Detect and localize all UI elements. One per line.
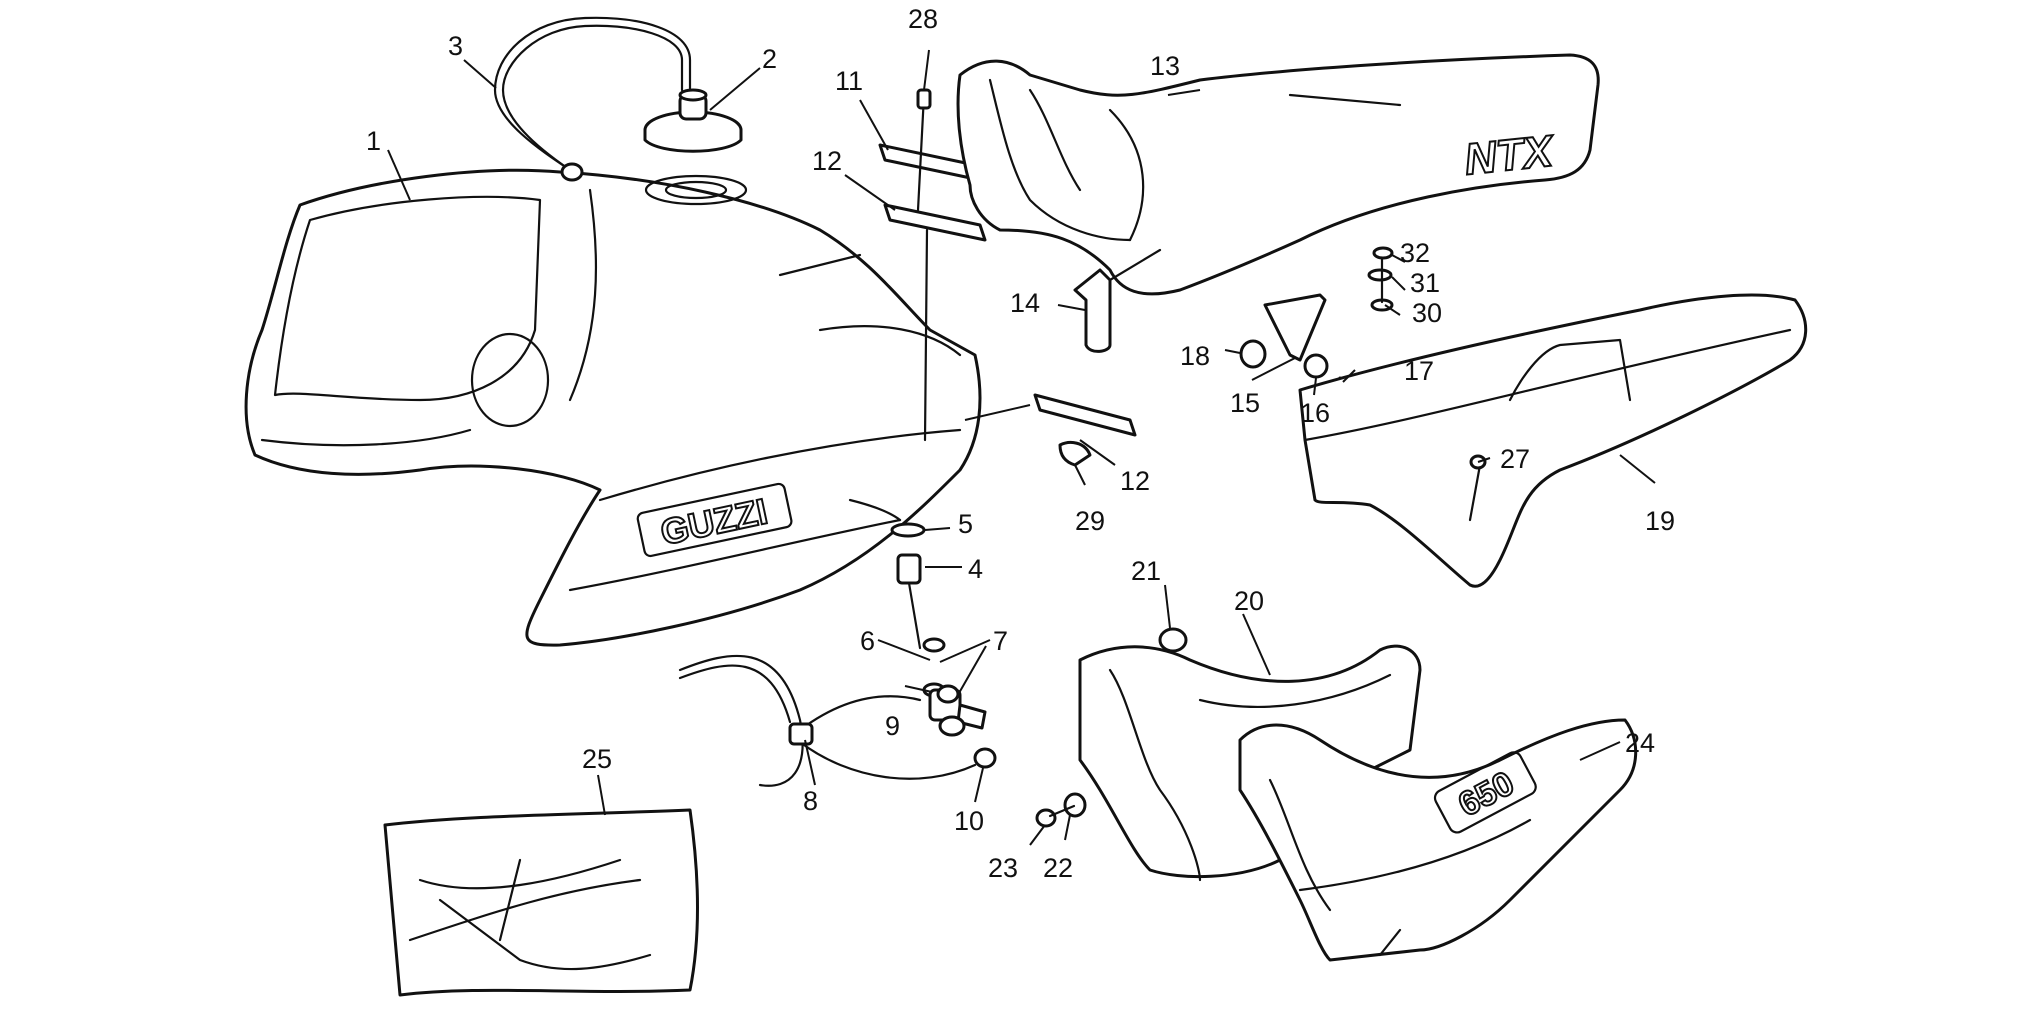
callout-16: 16 [1300, 398, 1330, 428]
right-side-cover: 650 [1238, 718, 1638, 962]
callout-14: 14 [1010, 288, 1040, 318]
callout-5: 5 [958, 509, 973, 539]
upper-pads [878, 88, 987, 442]
hose-clips [922, 637, 997, 769]
callout-32: 32 [1400, 238, 1430, 268]
callout-25: 25 [582, 744, 612, 774]
tail-fairing [1298, 293, 1808, 588]
callout-23: 23 [988, 853, 1018, 883]
callout-15: 15 [1230, 388, 1260, 418]
callout-24: 24 [1625, 728, 1655, 758]
callout-12-top: 12 [812, 146, 842, 176]
fuel-tap [890, 522, 926, 650]
fuel-tank: GUZZI [244, 168, 982, 647]
callout-20: 20 [1234, 586, 1264, 616]
tank-cover-bag [383, 808, 699, 997]
callout-2: 2 [762, 44, 777, 74]
callout-27: 27 [1500, 444, 1530, 474]
fuel-hoses [678, 654, 977, 787]
callout-18: 18 [1180, 341, 1210, 371]
callout-31: 31 [1410, 268, 1440, 298]
callout-8: 8 [803, 786, 818, 816]
lower-pad [964, 393, 1137, 467]
callout-22: 22 [1043, 853, 1073, 883]
callout-13: 13 [1150, 51, 1180, 81]
seat-decal-text: NTX [1462, 126, 1557, 184]
seat: NTX [956, 53, 1600, 296]
callout-1: 1 [366, 126, 381, 156]
callout-4: 4 [968, 554, 983, 584]
callout-19: 19 [1645, 506, 1675, 536]
fuel-cap [643, 88, 743, 153]
callout-3: 3 [448, 31, 463, 61]
callout-28: 28 [908, 4, 938, 34]
callout-11: 11 [835, 66, 863, 96]
callout-17: 17 [1404, 356, 1434, 386]
callout-30: 30 [1412, 298, 1442, 328]
callout-29: 29 [1075, 506, 1105, 536]
callout-10: 10 [954, 806, 984, 836]
callout-7: 7 [993, 626, 1008, 656]
breather-hose [493, 16, 692, 182]
callout-21: 21 [1131, 556, 1161, 586]
callout-numbers: 1 2 3 4 5 6 7 8 9 10 11 12 12 13 14 15 1… [366, 4, 1675, 883]
leader-lines [387, 49, 1656, 846]
seat-bracket [1073, 248, 1162, 353]
callout-9: 9 [885, 711, 900, 741]
callout-6: 6 [860, 626, 875, 656]
callout-12-bottom: 12 [1120, 466, 1150, 496]
cover-screw [1035, 792, 1087, 828]
